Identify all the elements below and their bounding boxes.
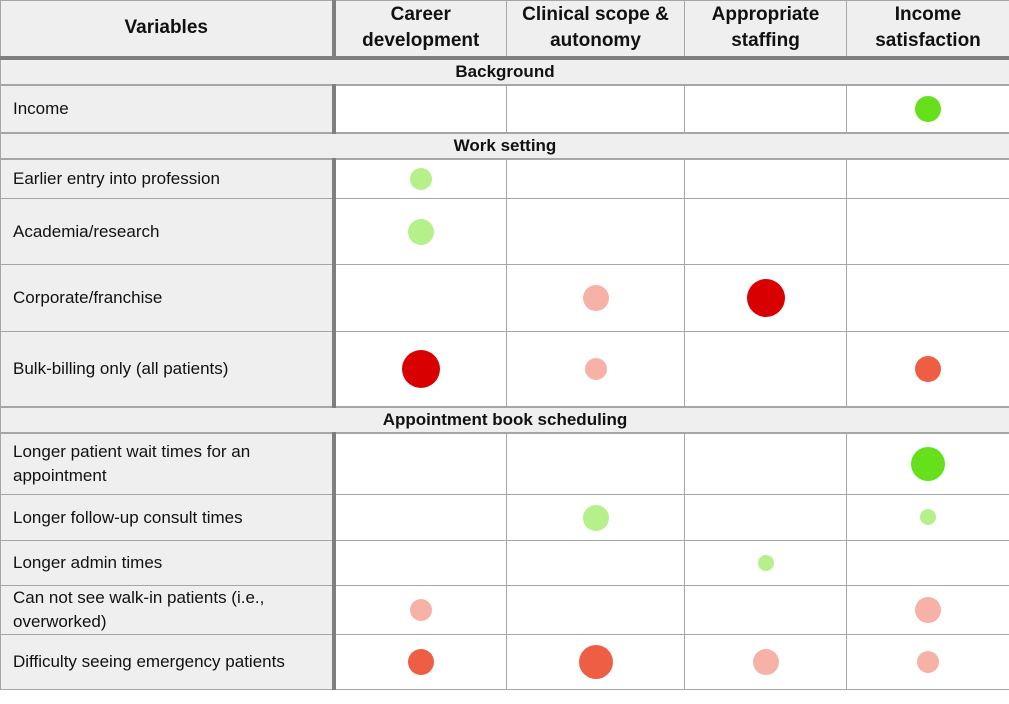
association-dot-icon xyxy=(911,446,945,481)
association-cell xyxy=(506,198,685,265)
row-label: Can not see walk-in patients (i.e., over… xyxy=(0,585,336,635)
association-dot-icon xyxy=(915,597,941,623)
association-cell xyxy=(846,158,1009,199)
section-title: Work setting xyxy=(0,131,1009,160)
association-cell xyxy=(506,84,685,133)
association-cell xyxy=(506,634,685,690)
association-cell xyxy=(333,432,507,495)
association-cell xyxy=(506,585,685,635)
association-dot-icon xyxy=(920,509,936,526)
association-cell xyxy=(846,264,1009,332)
row-label: Longer admin times xyxy=(0,540,336,586)
association-dot-icon xyxy=(582,285,609,311)
association-dot-icon xyxy=(584,357,607,380)
table-row: Earlier entry into profession xyxy=(0,158,1009,199)
association-cell xyxy=(333,634,507,690)
association-dot-icon xyxy=(409,599,432,621)
association-cell xyxy=(684,634,847,690)
association-cell xyxy=(846,84,1009,133)
association-dot-icon xyxy=(757,554,774,571)
row-label: Earlier entry into profession xyxy=(0,158,336,199)
section-row: Appointment book scheduling xyxy=(0,405,1009,434)
association-cell xyxy=(506,158,685,199)
association-cell xyxy=(506,494,685,541)
association-cell xyxy=(684,331,847,407)
header-career-development: Career development xyxy=(333,0,507,60)
association-dot-icon xyxy=(409,167,432,190)
association-cell xyxy=(846,540,1009,586)
association-cell xyxy=(684,540,847,586)
row-label: Academia/research xyxy=(0,198,336,265)
association-cell xyxy=(333,331,507,407)
table-row: Income xyxy=(0,84,1009,133)
header-clinical-scope: Clinical scope & autonomy xyxy=(506,0,685,60)
association-cell xyxy=(684,264,847,332)
association-cell xyxy=(684,198,847,265)
association-dot-icon xyxy=(746,279,785,317)
association-cell xyxy=(846,585,1009,635)
section-row: Work setting xyxy=(0,131,1009,160)
table-row: Academia/research xyxy=(0,198,1009,265)
header-income-satisfaction: Income satisfaction xyxy=(846,0,1009,60)
table-row: Longer patient wait times for an appoint… xyxy=(0,432,1009,495)
association-dot-icon xyxy=(407,649,434,675)
association-dot-icon xyxy=(582,504,609,531)
row-label: Income xyxy=(0,84,336,133)
association-cell xyxy=(333,84,507,133)
association-cell xyxy=(506,540,685,586)
association-cell xyxy=(333,494,507,541)
row-label: Bulk-billing only (all patients) xyxy=(0,331,336,407)
association-cell xyxy=(333,198,507,265)
association-dot-icon xyxy=(915,95,941,122)
header-variables: Variables xyxy=(0,0,336,60)
association-cell xyxy=(333,158,507,199)
association-cell xyxy=(846,331,1009,407)
association-cell xyxy=(333,585,507,635)
section-title: Background xyxy=(0,56,1009,86)
header-row: Variables Career development Clinical sc… xyxy=(0,0,1009,60)
association-cell xyxy=(333,264,507,332)
association-cell xyxy=(846,198,1009,265)
table-row: Bulk-billing only (all patients) xyxy=(0,331,1009,407)
row-label: Longer patient wait times for an appoint… xyxy=(0,432,336,495)
association-dot-icon xyxy=(915,355,941,382)
section-title: Appointment book scheduling xyxy=(0,405,1009,434)
association-cell xyxy=(333,540,507,586)
association-dot-icon xyxy=(401,349,440,388)
table-row: Longer follow-up consult times xyxy=(0,494,1009,541)
association-cell xyxy=(684,494,847,541)
row-label: Difficulty seeing emergency patients xyxy=(0,634,336,690)
association-dot-icon xyxy=(917,651,939,673)
association-cell xyxy=(846,432,1009,495)
table-row: Can not see walk-in patients (i.e., over… xyxy=(0,585,1009,635)
association-cell xyxy=(846,494,1009,541)
association-cell xyxy=(684,585,847,635)
association-cell xyxy=(846,634,1009,690)
association-cell xyxy=(506,432,685,495)
table-row: Corporate/franchise xyxy=(0,264,1009,332)
association-dot-icon xyxy=(578,645,613,679)
table-row: Difficulty seeing emergency patients xyxy=(0,634,1009,690)
association-cell xyxy=(684,432,847,495)
header-appropriate-staffing: Appropriate staffing xyxy=(684,0,847,60)
association-dot-icon xyxy=(752,649,779,675)
association-cell xyxy=(506,331,685,407)
association-dot-icon xyxy=(407,218,434,245)
section-row: Background xyxy=(0,56,1009,86)
association-cell xyxy=(684,158,847,199)
association-cell xyxy=(506,264,685,332)
row-label: Longer follow-up consult times xyxy=(0,494,336,541)
association-cell xyxy=(684,84,847,133)
table-row: Longer admin times xyxy=(0,540,1009,586)
row-label: Corporate/franchise xyxy=(0,264,336,332)
